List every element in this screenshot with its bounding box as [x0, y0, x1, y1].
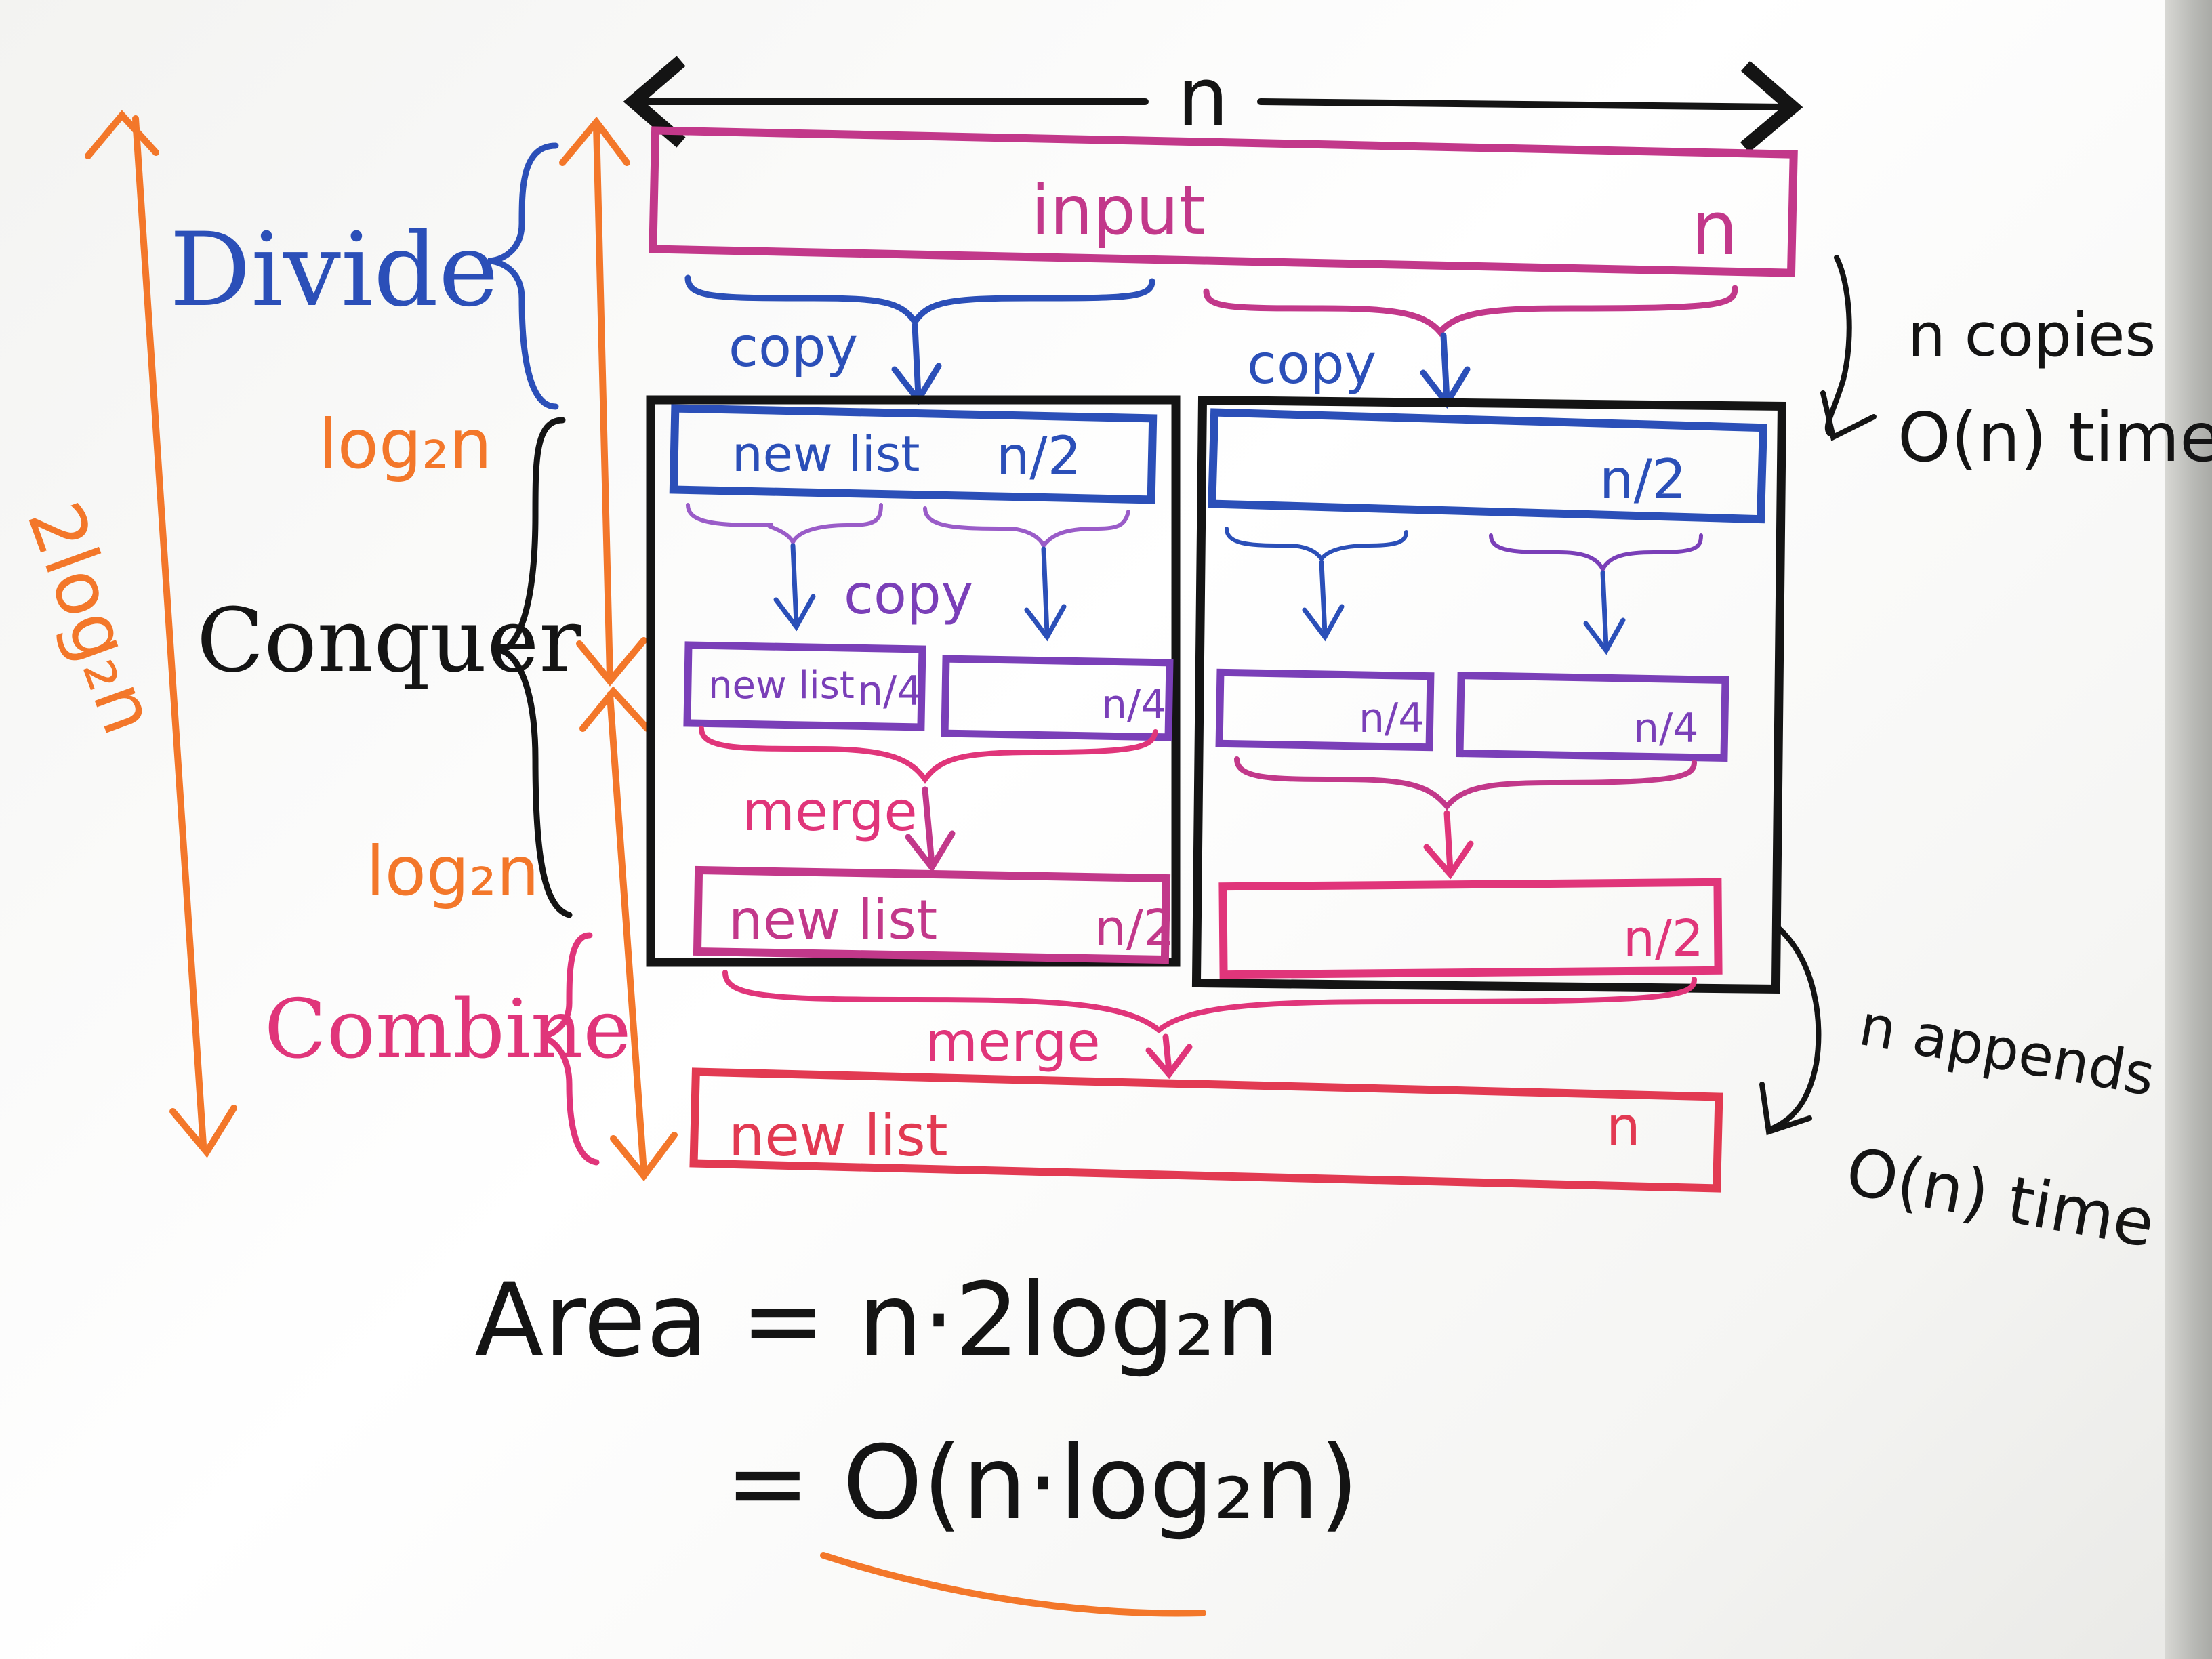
divide-depth-label: log₂n	[319, 405, 492, 484]
conquer-depth-label: log₂n	[366, 832, 539, 911]
conquer-label: Conquer	[197, 589, 581, 692]
merged-right-size: n/2	[1623, 909, 1704, 968]
input-size: n	[1691, 185, 1738, 272]
merged-left-box: new list n/2	[693, 865, 1175, 964]
divide-label: Divide	[169, 211, 499, 329]
level2-box-1-label: new list	[708, 663, 855, 708]
combine-brace	[541, 932, 600, 1166]
final-size: n	[1606, 1095, 1641, 1158]
merge1-label: merge	[742, 780, 918, 843]
final-box: new list n	[689, 1067, 1723, 1193]
level2-box-1: new list n/4	[683, 641, 926, 731]
merged-left-size: n/2	[1094, 899, 1175, 958]
width-label: n	[1177, 51, 1229, 145]
level2-box-1-size: n/4	[857, 668, 922, 715]
level2-box-4: n/4	[1456, 672, 1729, 762]
level2-copy-label: copy	[844, 563, 973, 626]
final-label: new list	[729, 1103, 948, 1169]
copies-note: n copies	[1908, 300, 2156, 370]
divide-brace	[487, 142, 559, 410]
copy-arrow-left	[912, 322, 922, 400]
area-line-1: Area = n·2log₂n	[474, 1262, 1279, 1380]
level2-box-2-size: n/4	[1101, 681, 1166, 729]
area-line-2: = O(n·log₂n)	[725, 1425, 1359, 1542]
input-box: input n	[649, 126, 1798, 277]
whiteboard-frame	[2165, 0, 2212, 1659]
level2-copy-arrows	[773, 543, 1626, 655]
level2-box-3: n/4	[1215, 668, 1435, 752]
level1-left-size: n/2	[996, 426, 1081, 487]
level1-right-size: n/2	[1599, 448, 1687, 511]
total-depth-label: 2log₂n	[11, 491, 173, 745]
input-left-brace	[684, 274, 1155, 328]
copy-arrow-right	[1440, 332, 1450, 403]
input-label: input	[1031, 171, 1205, 250]
merge2-label: merge	[925, 1010, 1101, 1073]
level1-left-label: new list	[732, 426, 920, 483]
copy-label-left: copy	[729, 316, 858, 379]
conquer-brace	[491, 417, 573, 918]
level2-box-4-size: n/4	[1633, 705, 1698, 752]
merge-brace-final	[722, 970, 1697, 1034]
combine-label: Combine	[264, 983, 631, 1077]
level1-left-box: new list n/2	[669, 404, 1158, 504]
right-half-frame	[1191, 395, 1786, 994]
level2-box-3-size: n/4	[1359, 695, 1424, 742]
level1-right-box: n/2	[1208, 408, 1767, 524]
copies-arrow	[1824, 255, 1852, 436]
copies-time-note: O(n) time	[1898, 398, 2212, 477]
input-right-brace	[1203, 285, 1738, 337]
area-underline	[820, 1552, 1206, 1617]
appends-note: n appends	[1855, 991, 2160, 1109]
left-half-frame	[646, 395, 1181, 967]
merge-brace-left	[699, 726, 1158, 784]
appends-arrow	[1769, 926, 1822, 1131]
divide-depth-arrow	[559, 116, 647, 687]
copy-label-right: copy	[1247, 333, 1376, 396]
merged-right-box: n/2	[1218, 878, 1723, 979]
level2-box-2: n/4	[941, 655, 1174, 741]
conquer-depth-arrow	[579, 686, 678, 1182]
appends-time-note: O(n) time	[1841, 1133, 2160, 1262]
width-arrow: n	[623, 51, 1803, 153]
merged-left-label: new list	[729, 888, 937, 951]
merge-brace-right	[1234, 756, 1697, 811]
